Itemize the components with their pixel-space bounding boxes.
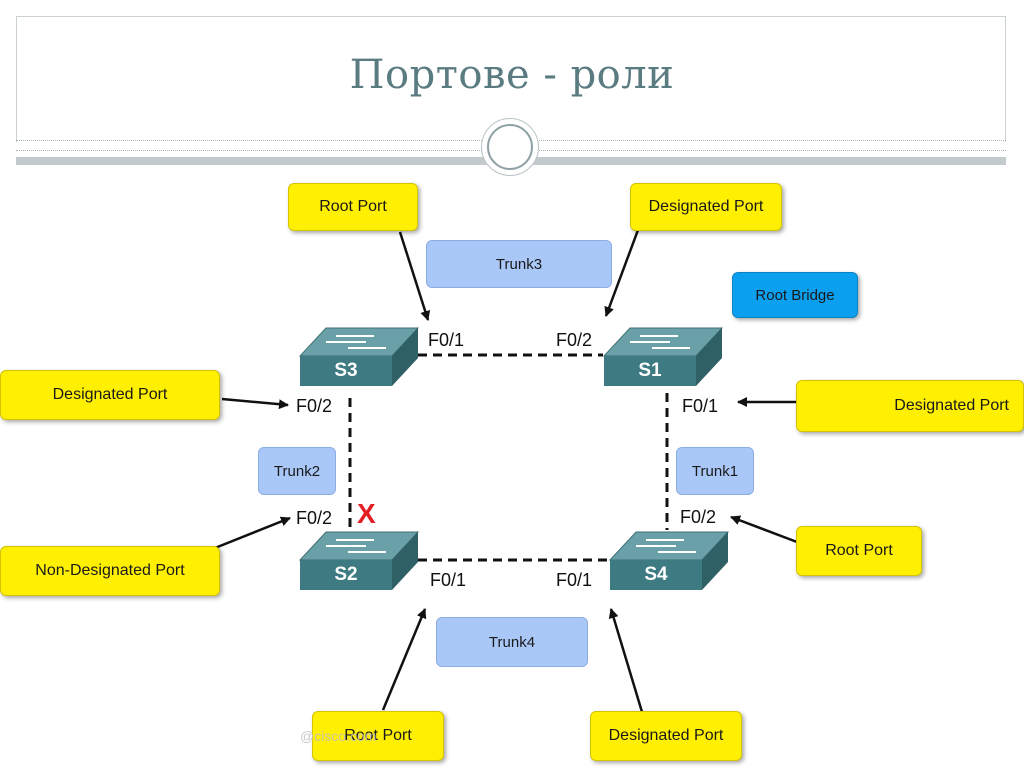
trunk3-label: Trunk3 <box>426 240 612 288</box>
switch-s3: S3 <box>296 326 422 388</box>
port-s2-f02: F0/2 <box>296 508 333 528</box>
arrow-s4-f02-root-port <box>730 515 798 544</box>
role-label-s2-f01: Root Port <box>312 711 444 761</box>
title-frame <box>16 16 1006 142</box>
switch-s4-icon <box>608 531 730 590</box>
switch-s3-label: S3 <box>334 360 358 381</box>
switch-s2-icon <box>298 531 420 590</box>
switch-s3-icon <box>298 327 420 386</box>
arrow-s2-f02-non-designated-port <box>214 516 291 550</box>
switch-s2-label: S2 <box>334 564 358 585</box>
trunk4-label: Trunk4 <box>436 617 588 667</box>
port-s4-f01: F0/1 <box>556 570 593 590</box>
watermark-text: @cisco.com <box>300 728 377 744</box>
switch-s4-label: S4 <box>644 564 668 585</box>
arrow-s2-f01-root-port <box>381 608 427 711</box>
role-label-s3-f01: Root Port <box>288 183 418 231</box>
port-s3-f01: F0/1 <box>428 330 465 350</box>
blocked-port-x-icon: X <box>357 498 376 529</box>
root-bridge-label: Root Bridge <box>732 272 858 318</box>
switch-s1: S1 <box>600 326 726 388</box>
role-label-s3-f02: Designated Port <box>0 370 220 420</box>
role-label-s4-f02: Root Port <box>796 526 922 576</box>
switch-s1-label: S1 <box>638 360 662 381</box>
port-s4-f02: F0/2 <box>680 507 717 527</box>
role-label-s1-f01: Designated Port <box>796 380 1024 432</box>
port-s1-f02: F0/2 <box>556 330 593 350</box>
arrow-s3-f02-designated-port <box>221 397 289 410</box>
role-label-s1-f02: Designated Port <box>630 183 782 231</box>
port-s1-f01: F0/1 <box>682 396 719 416</box>
port-s2-f01: F0/1 <box>430 570 467 590</box>
role-label-s2-f02: Non-Designated Port <box>0 546 220 596</box>
title-circle-ornament-inner <box>487 124 533 170</box>
switch-s4: S4 <box>606 530 732 592</box>
switch-s1-icon <box>602 327 724 386</box>
arrow-s4-f01-designated-port <box>608 608 644 713</box>
switch-s2: S2 <box>296 530 422 592</box>
trunk2-label: Trunk2 <box>258 447 336 495</box>
port-s3-f02: F0/2 <box>296 396 333 416</box>
arrow-s3-f01-root-port <box>398 231 431 321</box>
role-label-s4-f01: Designated Port <box>590 711 742 761</box>
trunk1-label: Trunk1 <box>676 447 754 495</box>
arrow-s1-f02-designated-port <box>604 229 640 317</box>
slide-title: Портове - роли <box>349 52 675 98</box>
